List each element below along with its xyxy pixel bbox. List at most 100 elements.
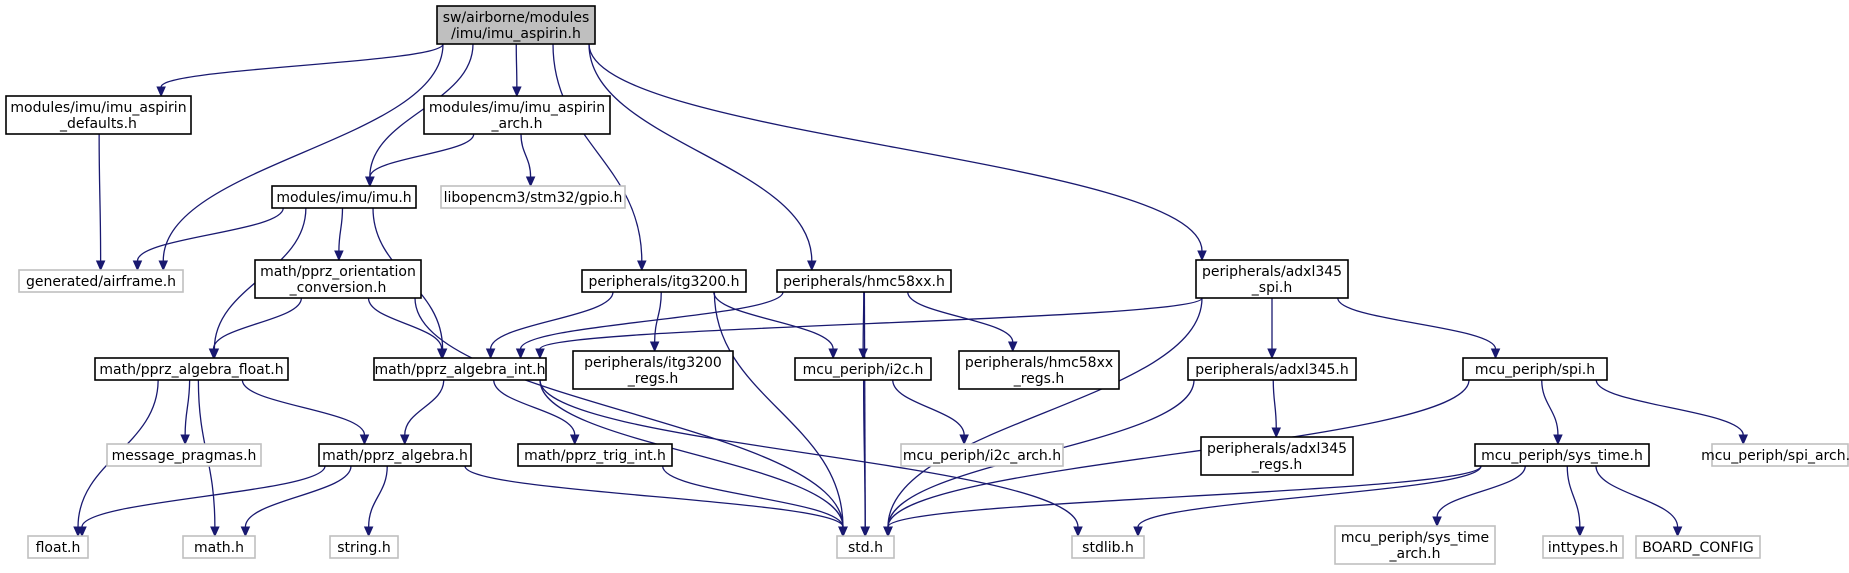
- edge-trig-to-stdh: [661, 465, 848, 538]
- node-mathh[interactable]: math.h: [182, 535, 256, 559]
- node-airframe[interactable]: generated/airframe.h: [18, 269, 184, 293]
- arrowhead: [883, 526, 893, 538]
- node-box: [794, 357, 932, 381]
- arrowhead: [365, 176, 375, 188]
- node-box: [18, 269, 184, 293]
- arrowhead: [1575, 526, 1585, 538]
- arrowhead: [359, 434, 370, 446]
- node-hmc[interactable]: peripherals/hmc58xx.h: [776, 269, 952, 293]
- node-box: [517, 443, 673, 467]
- edge-spi-to-spiarch: [1595, 379, 1749, 446]
- node-box: [776, 269, 952, 293]
- arrowhead: [828, 348, 838, 360]
- node-box: [254, 259, 422, 299]
- arrowhead: [156, 86, 166, 98]
- node-label: mcu_periph/i2c.h: [803, 362, 924, 378]
- node-label: libopencm3/stm32/gpio.h: [444, 190, 623, 206]
- node-i2c[interactable]: mcu_periph/i2c.h: [794, 357, 932, 381]
- node-float[interactable]: math/pprz_algebra_float.h: [94, 357, 289, 381]
- edge-i2c-to-i2carch: [892, 379, 969, 446]
- arrowhead: [569, 434, 580, 446]
- node-box: [5, 95, 192, 135]
- node-label: generated/airframe.h: [26, 274, 176, 290]
- arrowhead: [1271, 427, 1282, 439]
- arrowhead: [485, 348, 496, 360]
- node-box: [106, 443, 262, 467]
- node-int[interactable]: math/pprz_algebra_int.h: [373, 357, 547, 381]
- node-label: math/pprz_algebra_int.h: [375, 362, 546, 378]
- node-label: math/pprz_algebra.h: [322, 448, 468, 464]
- node-label: _regs.h: [1251, 457, 1303, 473]
- edge-algebra-to-stdh: [464, 465, 848, 538]
- node-systimearch[interactable]: mcu_periph/sys_time_arch.h: [1334, 525, 1496, 565]
- node-label: _defaults.h: [59, 116, 137, 132]
- node-stringh[interactable]: string.h: [329, 535, 399, 559]
- node-algebra[interactable]: math/pprz_algebra.h: [318, 443, 472, 467]
- node-hmcregs[interactable]: peripherals/hmc58xx_regs.h: [958, 350, 1120, 390]
- edge-systime-to-stdh: [883, 465, 1482, 538]
- node-root[interactable]: sw/airborne/modules/imu/imu_aspirin.h: [436, 5, 596, 45]
- node-box: [182, 535, 256, 559]
- node-label: modules/imu/imu_aspirin: [10, 100, 186, 116]
- node-orient[interactable]: math/pprz_orientation_conversion.h: [254, 259, 422, 299]
- edge-orient-to-stdh: [414, 297, 848, 538]
- node-box: [900, 443, 1064, 467]
- node-box: [318, 443, 472, 467]
- edge-adxlspi-to-int: [535, 297, 1203, 360]
- node-label: math/pprz_trig_int.h: [524, 448, 666, 464]
- node-adxlspi[interactable]: peripherals/adxl345_spi.h: [1195, 259, 1349, 299]
- edge-adxlspi-to-adxl: [1267, 298, 1277, 360]
- arrowhead: [807, 260, 817, 272]
- node-box: [1542, 535, 1624, 559]
- node-arch[interactable]: modules/imu/imu_aspirin_arch.h: [423, 95, 611, 135]
- node-box: [1462, 357, 1608, 381]
- node-itg[interactable]: peripherals/itg3200.h: [581, 269, 747, 293]
- node-board[interactable]: BOARD_CONFIG: [1635, 535, 1761, 559]
- node-label: BOARD_CONFIG: [1642, 540, 1754, 556]
- node-label: peripherals/adxl345: [1202, 264, 1342, 280]
- node-label: modules/imu/imu_aspirin: [429, 100, 605, 116]
- node-label: _conversion.h: [289, 280, 387, 296]
- node-pragmas[interactable]: message_pragmas.h: [106, 443, 262, 467]
- node-label: _arch.h: [1389, 546, 1441, 562]
- node-label: _regs.h: [627, 371, 679, 387]
- node-stdh[interactable]: std.h: [836, 535, 895, 559]
- node-imu[interactable]: modules/imu/imu.h: [271, 185, 417, 209]
- arrowhead: [515, 348, 526, 360]
- node-label: peripherals/adxl345: [1207, 441, 1347, 457]
- node-label: mcu_periph/spi_arch.h: [1701, 448, 1849, 464]
- arrowhead: [95, 260, 106, 272]
- node-adxlregs[interactable]: peripherals/adxl345_regs.h: [1200, 436, 1354, 476]
- node-adxl[interactable]: peripherals/adxl345.h: [1187, 357, 1357, 381]
- node-box: [436, 5, 596, 45]
- node-defaults[interactable]: modules/imu/imu_aspirin_defaults.h: [5, 95, 192, 135]
- arrowhead: [637, 260, 647, 272]
- node-stdlibh[interactable]: stdlib.h: [1071, 535, 1145, 559]
- node-box: [423, 95, 611, 135]
- edge-root-to-arch: [512, 43, 522, 98]
- node-box: [329, 535, 399, 559]
- edge-spi-to-systime: [1541, 379, 1563, 446]
- edge-i2c-to-stdh: [860, 379, 870, 538]
- arrowhead: [208, 348, 219, 360]
- node-trig[interactable]: math/pprz_trig_int.h: [517, 443, 673, 467]
- node-i2carch[interactable]: mcu_periph/i2c_arch.h: [900, 443, 1064, 467]
- node-itgregs[interactable]: peripherals/itg3200_regs.h: [572, 350, 734, 390]
- node-spiarch[interactable]: mcu_periph/spi_arch.h: [1701, 443, 1849, 467]
- arrowhead: [1738, 434, 1749, 446]
- arrowhead: [132, 260, 143, 272]
- node-box: [1195, 259, 1349, 299]
- edge-hmc-to-int: [515, 291, 784, 360]
- node-gpio[interactable]: libopencm3/stm32/gpio.h: [440, 185, 626, 209]
- node-inttypes[interactable]: inttypes.h: [1542, 535, 1624, 559]
- arrowhead: [363, 526, 374, 538]
- arrowhead: [77, 526, 87, 538]
- edge-itg-to-stdh: [713, 291, 848, 538]
- node-label: float.h: [36, 540, 81, 556]
- node-floath[interactable]: float.h: [27, 535, 89, 559]
- node-label: inttypes.h: [1548, 540, 1618, 556]
- node-label: math/pprz_orientation: [260, 264, 416, 280]
- node-systime[interactable]: mcu_periph/sys_time.h: [1474, 443, 1650, 467]
- node-spi[interactable]: mcu_periph/spi.h: [1462, 357, 1608, 381]
- node-label: modules/imu/imu.h: [276, 190, 411, 206]
